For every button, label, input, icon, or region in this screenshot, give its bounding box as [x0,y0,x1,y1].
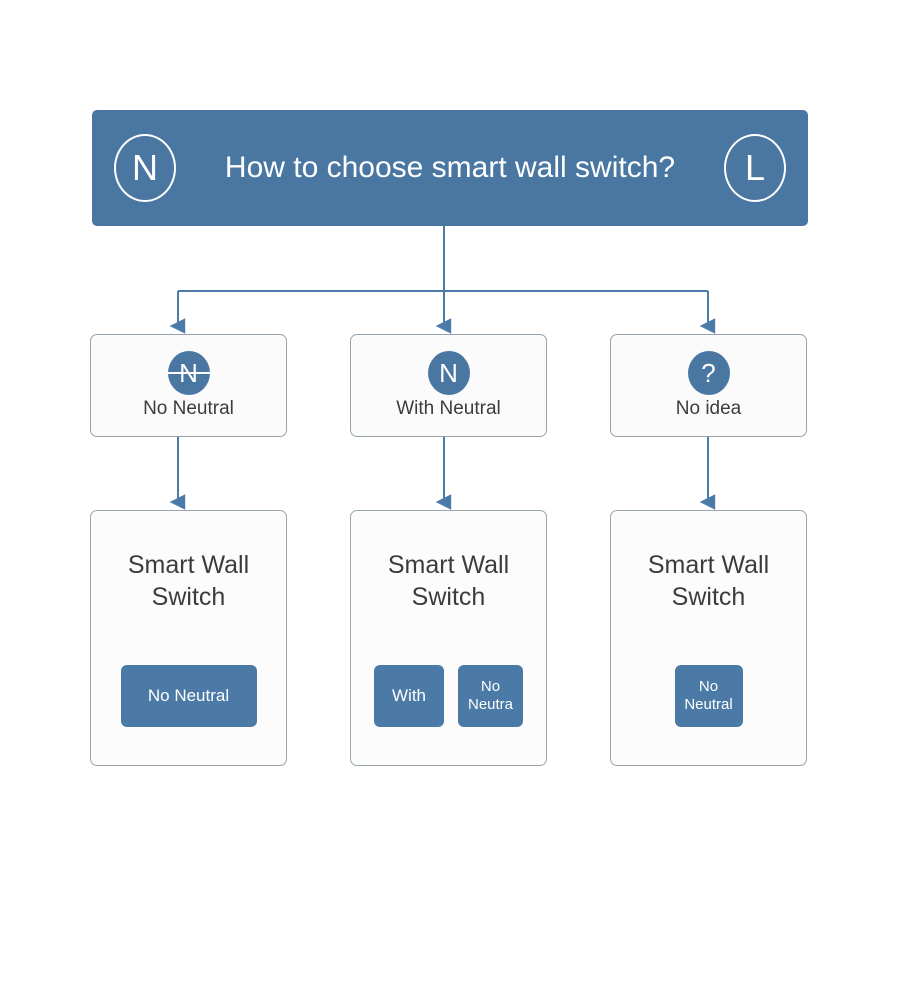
switch-button-no-neutra[interactable]: No Neutra [458,665,523,727]
switch-button-with[interactable]: With [374,665,444,727]
switch-button-no-neutral[interactable]: No Neutral [674,665,743,727]
product-title: Smart Wall Switch [387,551,510,611]
choice-label: No Neutral [143,398,234,420]
no-neutral-badge-icon: N [162,351,215,396]
product-button-row: With No Neutra [374,665,523,727]
strikethrough-line-icon [162,372,215,375]
switch-button-no-neutral[interactable]: No Neutral [120,665,257,727]
choice-box-no-neutral[interactable]: N No Neutral [90,334,287,437]
choice-label: With Neutral [396,398,501,420]
badge-letter: N [439,358,458,389]
product-card-no-idea[interactable]: Smart Wall Switch No Neutral [610,510,807,766]
choice-label: No idea [675,398,742,420]
badge-letter: ? [701,358,716,389]
product-button-row: No Neutral [674,665,743,727]
product-card-with-neutral[interactable]: Smart Wall Switch With No Neutra [350,510,547,766]
with-neutral-badge-icon: N [427,351,470,396]
choice-box-with-neutral[interactable]: N With Neutral [350,334,547,437]
header-right-badge-label: L [744,147,766,188]
product-title: Smart Wall Switch [647,551,770,611]
page-title: How to choose smart wall switch? [224,150,676,184]
product-card-no-neutral[interactable]: Smart Wall Switch No Neutral [90,510,287,766]
header-banner: N How to choose smart wall switch? L [92,110,808,226]
neutral-wire-ring-icon: N [114,134,176,202]
product-button-row: No Neutral [120,665,257,727]
live-wire-ring-icon: L [724,134,786,202]
choice-box-no-idea[interactable]: ? No idea [610,334,807,437]
product-title: Smart Wall Switch [127,551,250,611]
question-mark-badge-icon: ? [687,351,730,396]
header-left-badge-label: N [132,147,158,188]
